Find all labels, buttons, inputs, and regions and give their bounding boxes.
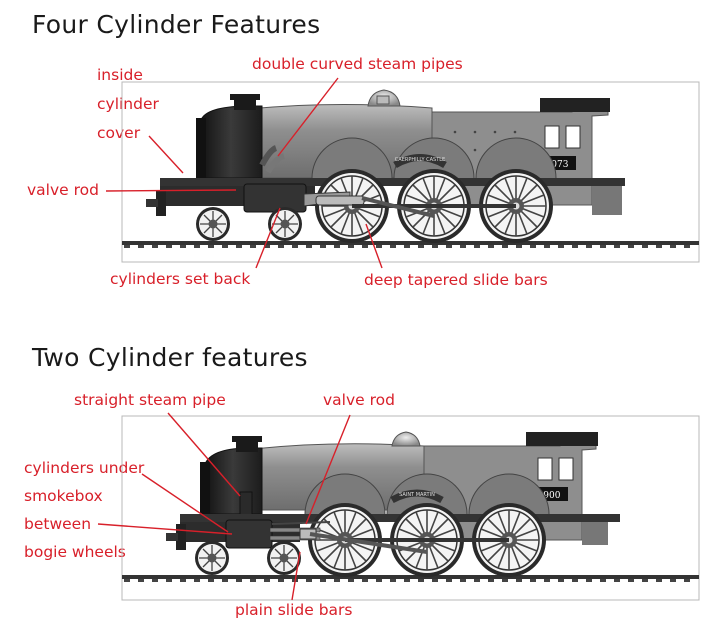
- bottom-dome: [391, 431, 421, 447]
- label-double-pipes: double curved steam pipes: [252, 55, 463, 73]
- top-rail: [122, 241, 699, 245]
- bottom-leader-lines: [97, 412, 351, 601]
- top-leader-lines: [105, 77, 383, 269]
- bottom-nameplate: SAINT MARTIN: [399, 492, 435, 498]
- label-cylinder: cylinder: [97, 95, 159, 113]
- top-buffer: [146, 199, 158, 207]
- label-bogie-wheels: bogie wheels: [24, 543, 126, 561]
- bottom-smokebox: [203, 447, 263, 515]
- top-locomotive: 4073 CAERPHILLY C: [122, 89, 699, 248]
- label-top-valve-rod: valve rod: [27, 181, 99, 199]
- top-sleepers: [124, 245, 690, 248]
- bottom-cab-number: 4900: [538, 491, 561, 501]
- bottom-cab-roof: [526, 432, 598, 446]
- label-cylinders-set-back: cylinders set back: [110, 270, 251, 288]
- top-steam-pipe-2: [265, 153, 285, 174]
- bottom-connecting-rod: [309, 532, 428, 554]
- bottom-buffer: [166, 533, 178, 541]
- two-cylinder-title: Two Cylinder features: [32, 343, 308, 372]
- bottom-sleepers: [124, 579, 690, 582]
- label-cover: cover: [97, 124, 141, 142]
- label-between: between: [24, 515, 92, 533]
- top-outside-cylinder: [243, 183, 307, 213]
- label-bottom-valve-rod: valve rod: [323, 391, 395, 409]
- label-cylinders-under: cylinders under: [24, 459, 145, 477]
- bottom-chimney: [232, 436, 262, 442]
- bottom-locomotive: 4900 SAINT MARTIN: [122, 431, 699, 582]
- top-chimney: [230, 94, 260, 100]
- top-running-plate: [160, 178, 625, 186]
- top-connecting-rod: [361, 196, 435, 218]
- top-steam-pipe-1: [259, 145, 278, 167]
- label-deep-slide-bars: deep tapered slide bars: [364, 271, 548, 289]
- four-cylinder-title: Four Cylinder Features: [32, 10, 321, 39]
- top-smokebox: [199, 105, 263, 179]
- bottom-slide-bars: [269, 527, 321, 533]
- bottom-frame: [121, 415, 700, 601]
- top-cab-roof: [540, 98, 610, 112]
- label-plain-slide-bars: plain slide bars: [235, 601, 353, 619]
- top-cab-number: 4073: [546, 160, 569, 170]
- label-inside: inside: [97, 66, 143, 84]
- bottom-rail: [122, 575, 699, 579]
- label-straight-pipe: straight steam pipe: [74, 391, 226, 409]
- label-smokebox: smokebox: [24, 487, 103, 505]
- bottom-cylinder: [225, 519, 273, 549]
- top-frame: [121, 81, 700, 263]
- top-nameplate: CAERPHILLY CASTLE: [395, 157, 445, 163]
